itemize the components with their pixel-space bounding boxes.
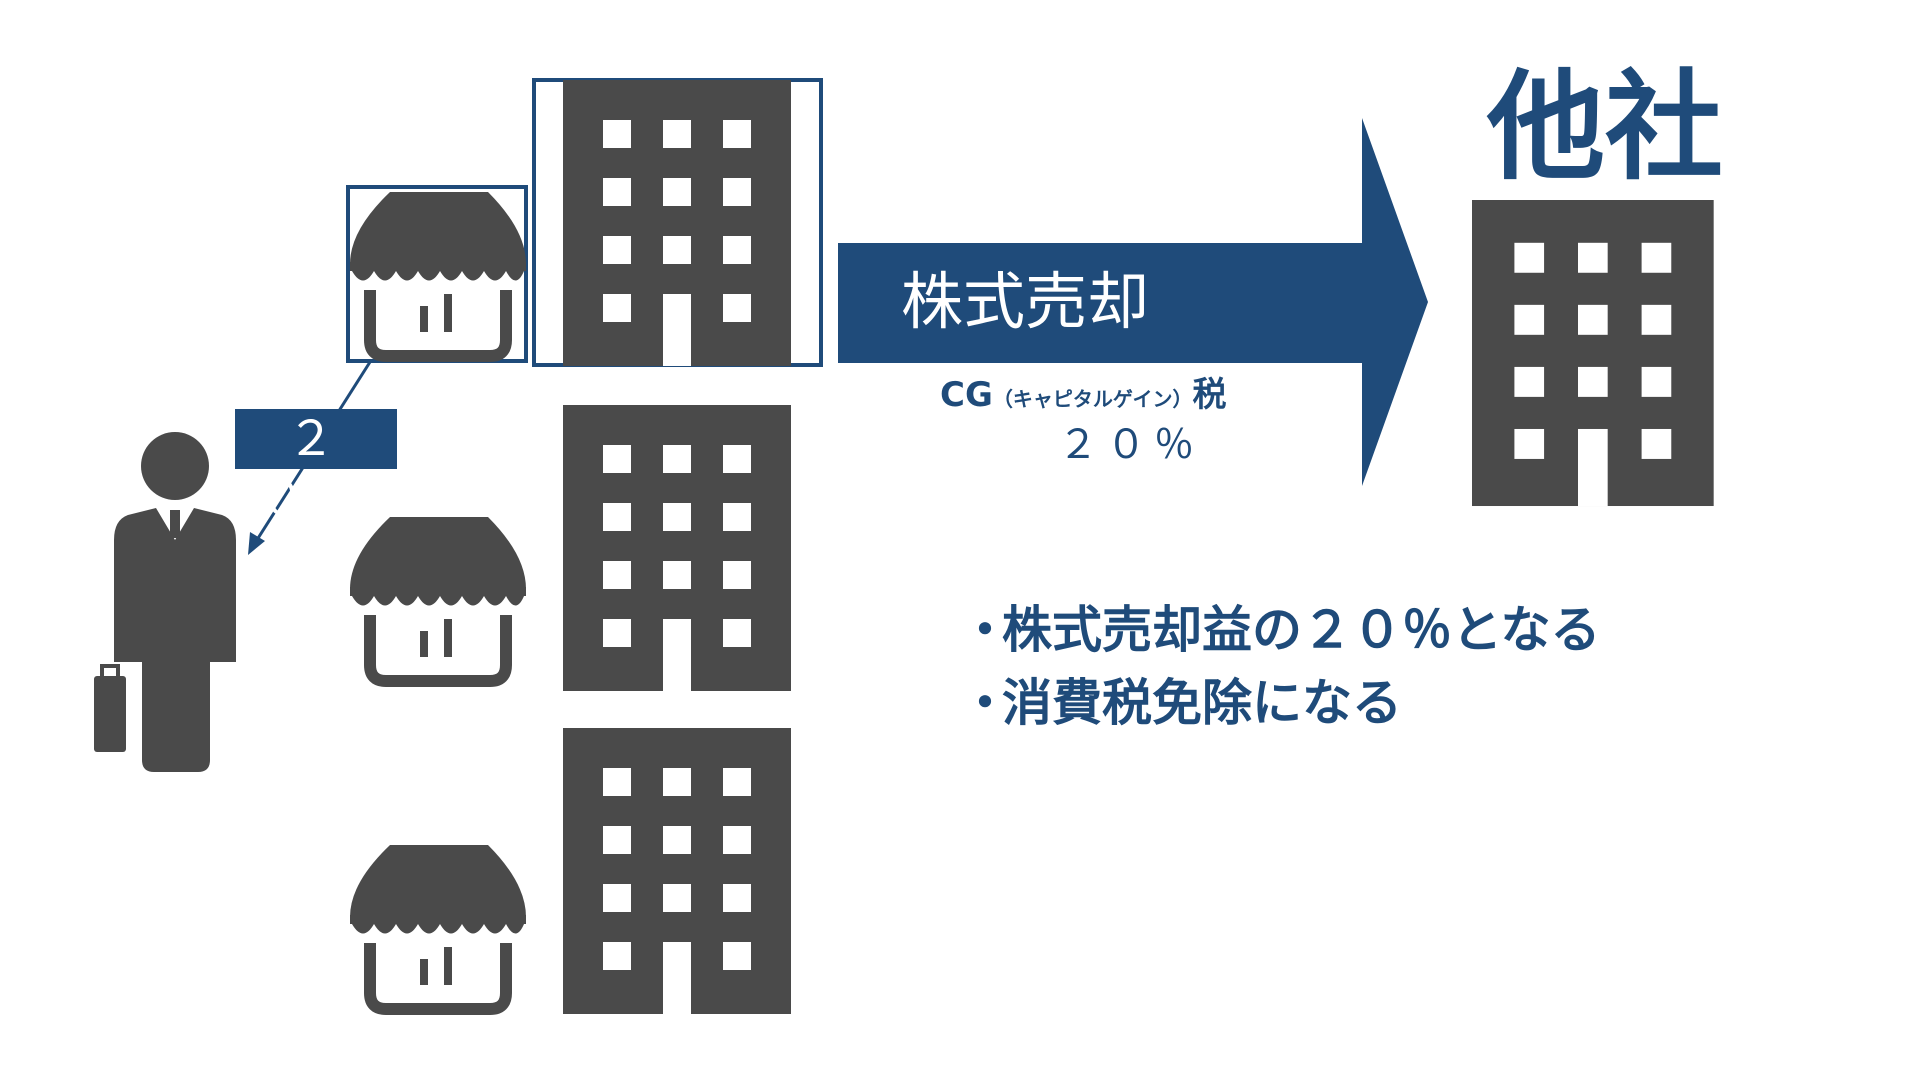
bullet-text: 消費税免除になる [1002, 674, 1402, 732]
capital-gains-tax-rate: ２０％ [1058, 422, 1202, 468]
bullet-marker: ・ [960, 601, 1010, 659]
shop-icon [350, 192, 526, 356]
bullet-item: ・消費税免除になる [960, 668, 1860, 738]
tax-suffix: 税 [1192, 375, 1227, 415]
office-building-icon [563, 405, 791, 691]
bullet-text: 株式売却益の２０％となる [1002, 601, 1601, 659]
bullet-marker: ・ [960, 674, 1010, 732]
tax-prefix: CG [940, 375, 993, 415]
office-building-icon [563, 80, 791, 366]
other-company-title: 他社 [1486, 58, 1723, 196]
other-company-building-icon [1472, 200, 1714, 507]
ownership-percentage-badge: ２０％ [235, 409, 397, 527]
tax-middle: （キャピタルゲイン） [992, 387, 1193, 411]
arrow-label: 株式売却 [900, 265, 1149, 338]
businessman-icon [94, 432, 236, 772]
shop-icon [350, 845, 526, 1009]
shop-icon [350, 517, 526, 681]
share-sale-arrow [838, 118, 1428, 486]
capital-gains-tax-label: CG（キャピタルゲイン）税 [940, 372, 1360, 418]
bullet-item: ・株式売却益の２０％となる [960, 595, 1860, 665]
office-building-icon [563, 728, 791, 1014]
